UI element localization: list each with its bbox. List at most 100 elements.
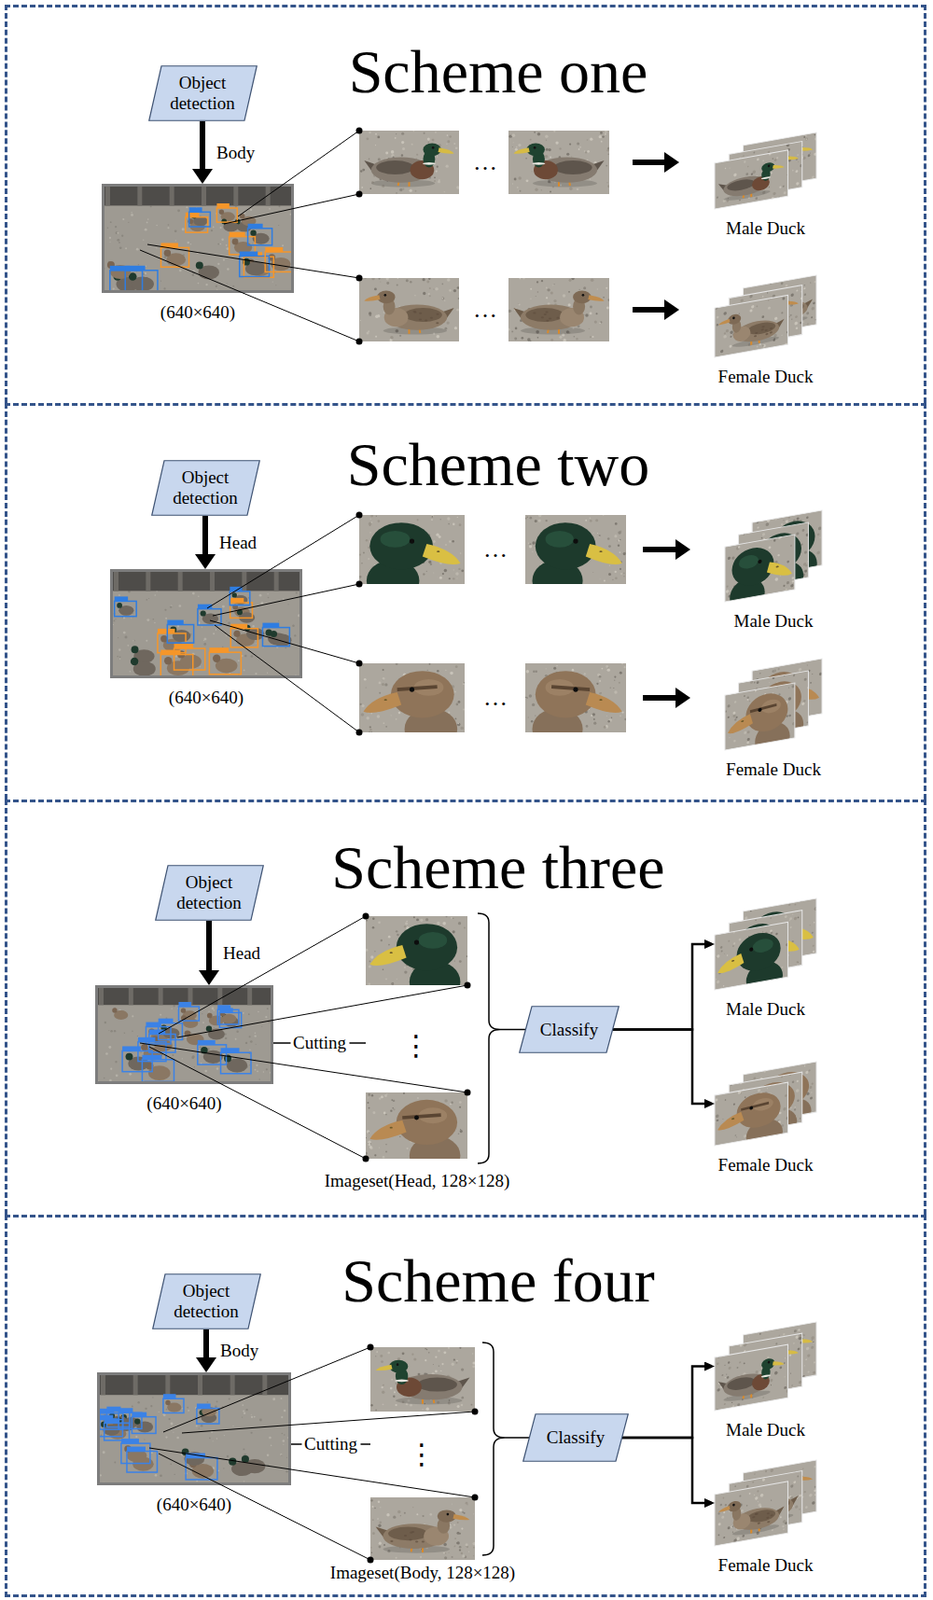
gravel-ground [359,130,460,195]
gravel-stone [426,1407,430,1411]
gravel-stone [378,1542,382,1546]
detection-tag [114,596,128,601]
floor-stone [154,1474,158,1477]
shed-post [158,985,164,1005]
floor-stone [117,637,119,639]
gravel-stone [584,151,587,154]
gravel-stone [434,1369,438,1373]
gravel-stone [436,155,438,157]
floor-stone [110,1068,112,1071]
gravel-stone [459,523,462,527]
gravel-stone [445,669,446,671]
gravel-stone [377,157,381,161]
gravel-stone [456,1542,459,1545]
gravel-stone [452,930,456,933]
duck-eye [446,1513,450,1517]
gravel-stone [444,1556,447,1560]
floor-stone [137,1401,140,1404]
duck-head [396,1100,458,1145]
gravel-stone [455,146,459,150]
gravel-stone [570,155,572,157]
floor-stone [110,221,112,223]
gravel-stone [599,320,602,323]
gravel-stone [455,571,459,575]
detection-box [264,251,294,272]
gravel-stone [361,704,364,708]
gravel-stone [362,168,365,172]
gravel-stone [519,278,522,279]
gravel-stone [531,551,533,553]
gravel-stone [392,1516,396,1519]
gravel-stone [434,1355,437,1358]
gravel-stone [599,578,601,580]
duck-head [396,923,458,971]
detection-tag [178,1002,191,1007]
gravel-stone [621,710,624,713]
floor-stone [253,1416,256,1419]
floor-stone [217,243,220,246]
block-arrow-shaft [632,306,666,313]
leader-dot [356,660,363,668]
detection-tag [97,1415,113,1421]
gravel-stone [508,328,511,332]
block-arrow-shaft [642,695,677,701]
gravel-stone [457,577,459,579]
floor-stone [250,1416,253,1419]
gravel-stone [377,1500,380,1503]
detection-tag [264,247,283,252]
photo-frame [97,987,273,1084]
gravel-stone [378,1146,380,1148]
duck-speckle [556,317,559,320]
gravel-stone [473,1546,475,1549]
gravel-stone [453,142,456,145]
gravel-stone [362,552,365,555]
floor-stone [222,259,225,262]
floor-stone [137,1035,139,1037]
gravel-stone [614,570,617,573]
gravel-stone [598,135,602,139]
gravel-stone [367,330,370,333]
floor-stone [112,619,115,622]
gravel-stone [601,135,604,138]
gravel-stone [538,519,542,523]
floor-stone [243,1412,246,1415]
floor-stone [283,1434,285,1435]
floor-stone [256,1070,259,1073]
gravel-stone [586,139,588,140]
floor-stone [198,1053,201,1056]
gravel-stone [473,1555,474,1557]
shed-post [137,183,142,206]
detection-tag [125,265,145,271]
detection-box [104,1422,130,1441]
gravel-stone [545,668,547,669]
duck-bill [452,1514,470,1520]
duck-bill [369,945,406,966]
floor-stone [102,1450,106,1454]
gravel-stone [465,1502,469,1505]
gravel-stone [534,188,538,192]
detection-box [121,1443,151,1463]
gravel-stone [443,1552,446,1555]
gravel-stone [367,1141,371,1144]
gravel-stone [550,292,554,295]
gravel-stone [441,297,444,300]
gravel-stone [453,289,457,293]
gravel-stone [395,718,398,721]
floor-stone [159,1474,163,1477]
floor-stone [116,238,120,242]
gravel-stone [369,960,372,963]
gravel-stone [806,138,808,140]
detection-box [141,1059,174,1083]
gravel-stone [459,960,462,963]
gravel-stone [375,314,379,319]
detection-photo [97,1372,292,1487]
floor-stone [163,1413,167,1417]
floor-stone [265,1068,268,1071]
duck-head [389,1360,408,1374]
floor-stone [268,1436,272,1440]
shed-post [209,569,215,591]
gravel-stone [359,575,363,579]
floor-stone [208,1437,211,1440]
floor-stone [266,672,268,674]
duck-head [228,1458,237,1466]
